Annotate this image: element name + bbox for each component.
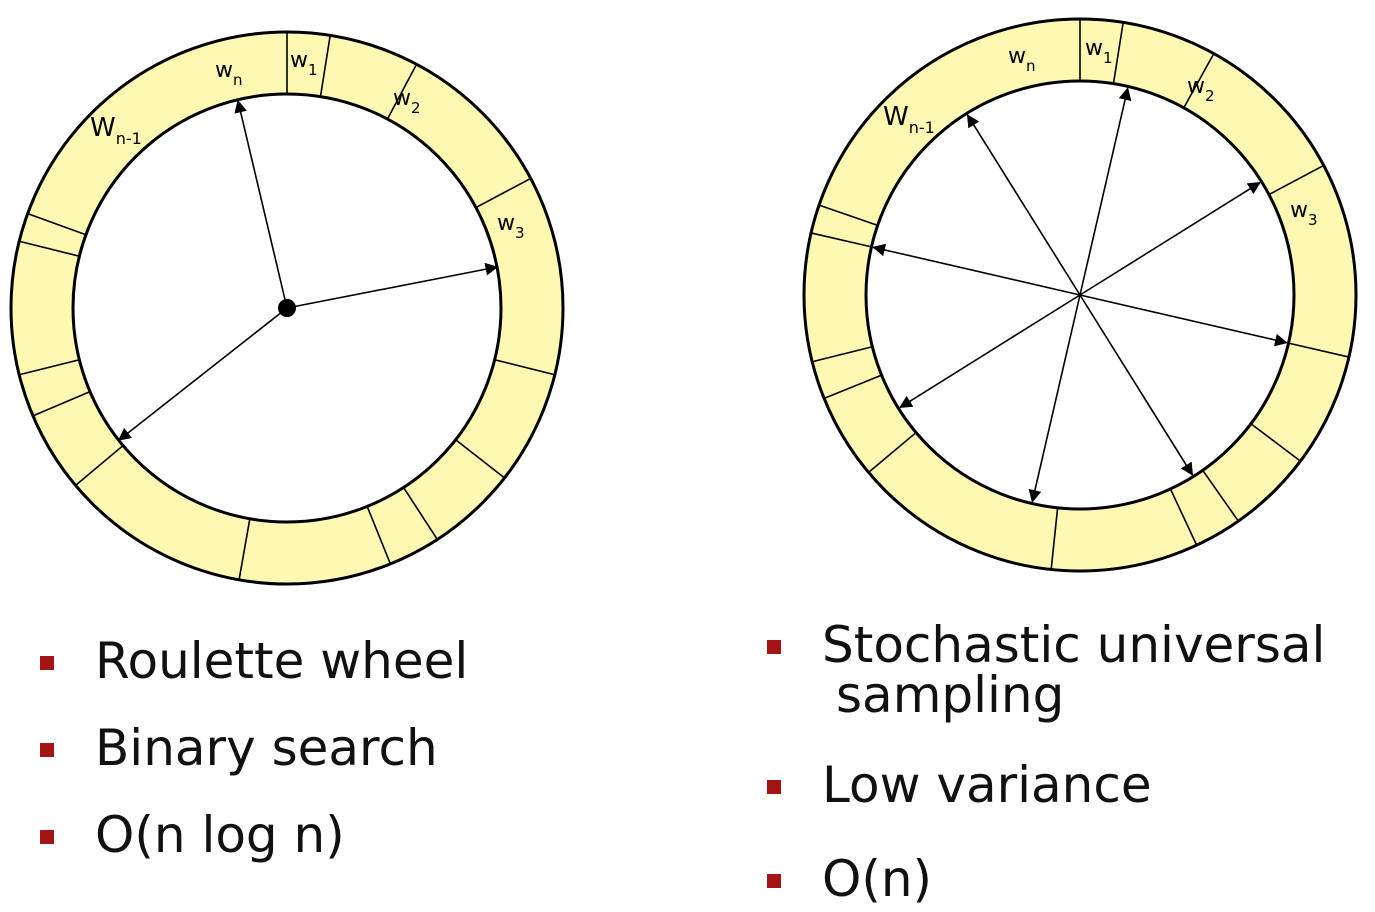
right-ring-divider	[1250, 423, 1301, 462]
right-pointer-arrow	[1079, 87, 1132, 296]
left-ring-divider	[319, 35, 331, 97]
right-ring-divider	[1183, 53, 1215, 109]
left-ring-divider	[75, 444, 124, 487]
right-pointer-arrow	[872, 243, 1081, 296]
right-ring-divider	[1202, 469, 1239, 522]
right-ring-divider	[812, 345, 873, 363]
sus-properties: Stochastic universal sampling Low varian…	[766, 620, 1325, 904]
left-label-w1: w1	[290, 48, 318, 79]
left-pointer-arrow-2	[286, 262, 499, 309]
sus-wheel: wn w1 w2 w3 Wn-1	[802, 17, 1358, 573]
roulette-wheel-properties: Roulette wheel Binary search O(n log n)	[39, 632, 469, 897]
right-ring-divider	[818, 204, 878, 227]
right-pointer-arrow	[966, 114, 1081, 296]
selection-diagram: wn w1 w2 w3 Wn-1 wn w1 w2 w3 Wn-1	[9, 17, 1358, 586]
bullet-o-n-log-n: O(n log n)	[39, 810, 468, 860]
left-ring-divider	[19, 240, 80, 258]
roulette-wheel: wn w1 w2 w3 Wn-1	[9, 30, 565, 586]
left-label-w2: w2	[393, 86, 421, 117]
left-wheel-dividers	[19, 32, 555, 580]
left-ring-divider	[27, 212, 87, 236]
right-label-w3: w3	[1290, 198, 1318, 229]
right-ring-divider	[1112, 22, 1124, 84]
right-ring-divider	[1288, 342, 1350, 358]
left-ring-divider	[494, 358, 555, 376]
right-pointer-arrow	[899, 294, 1081, 409]
bullet-binary-search: Binary search	[39, 723, 468, 773]
right-pointer-arrows	[872, 87, 1288, 503]
right-label-wn: wn	[1008, 44, 1036, 75]
left-ring-divider	[32, 390, 91, 417]
left-ring-divider	[19, 358, 80, 376]
bullet-stochastic-universal-sampling: Stochastic universal sampling	[766, 620, 1325, 724]
left-label-wn: wn	[215, 58, 243, 89]
right-label-wn-1: Wn-1	[883, 102, 935, 137]
right-wheel-dividers	[810, 19, 1350, 570]
left-ring-divider	[455, 439, 505, 479]
left-pointer-arrow-3	[117, 307, 288, 441]
left-wheel-hub	[278, 299, 296, 317]
bullet-low-variance: Low variance	[766, 760, 1325, 810]
right-pointer-arrow	[1079, 294, 1194, 476]
left-ring-divider	[366, 506, 392, 565]
left-label-wn-1: Wn-1	[90, 113, 142, 148]
bullet-o-n: O(n)	[766, 854, 1325, 904]
right-label-w2: w2	[1187, 74, 1215, 105]
left-ring-divider	[386, 63, 418, 120]
right-ring-divider	[1169, 488, 1198, 546]
right-pointer-arrow	[1079, 294, 1288, 347]
right-pointer-arrow	[1079, 181, 1261, 296]
bullet-sus-line1: Stochastic universal	[822, 616, 1326, 674]
right-ring-divider	[1268, 164, 1325, 196]
left-label-w3: w3	[497, 211, 525, 242]
left-ring-divider	[475, 177, 532, 209]
bullet-sus-line2: sampling	[836, 666, 1065, 724]
left-ring-divider	[238, 518, 251, 580]
right-ring-divider	[823, 374, 882, 400]
right-label-w1: w1	[1085, 36, 1113, 67]
left-ring-divider	[402, 487, 438, 540]
bullet-roulette-wheel: Roulette wheel	[39, 632, 469, 690]
right-ring-divider	[868, 431, 917, 474]
right-ring-divider	[1050, 507, 1059, 570]
left-pointer-arrow-1	[234, 99, 288, 309]
right-ring-divider	[810, 232, 872, 248]
right-pointer-arrow	[1028, 294, 1081, 503]
